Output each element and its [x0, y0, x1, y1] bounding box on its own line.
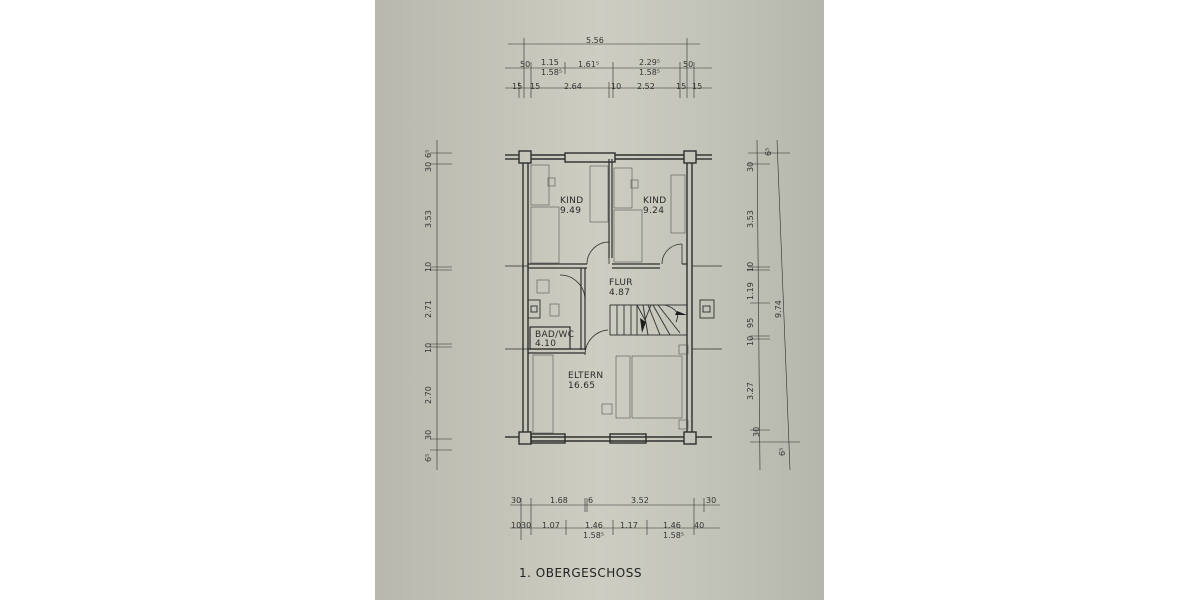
dim-right-1: 6⁵ [764, 147, 773, 156]
room-bad-name: BAD/WC [535, 330, 575, 340]
dim-bottom-row2-9: 40 [694, 521, 705, 530]
dim-top-7: 50 [683, 60, 694, 69]
dim-bottom-5: 30 [706, 496, 717, 505]
dim-top-4: 1.61⁵ [578, 60, 600, 69]
dim-right-8: 3.27 [746, 382, 755, 400]
dim-left-3: 3.53 [424, 210, 433, 228]
dim-bottom-row2-3: 1.07 [542, 521, 560, 530]
dim-bottom-row2-7: 1.46 [663, 521, 681, 530]
room-eltern-area: 16.65 [568, 381, 596, 391]
room-eltern-name: ELTERN [568, 371, 604, 381]
dim-left-9: 6⁵ [424, 453, 433, 462]
paper-sheet [375, 0, 824, 600]
room-kind-1-area: 9.49 [560, 206, 582, 216]
dim-right-2: 30 [746, 161, 755, 172]
dim-top-3: 1.58⁵ [541, 68, 563, 77]
dim-top-5: 2.29⁵ [639, 58, 661, 67]
dim-right-6: 95 [746, 317, 755, 328]
dim-bottom-3: 6 [588, 496, 594, 505]
dim-top-1: 50 [520, 60, 531, 69]
floor-title: 1. OBERGESCHOSS [519, 566, 642, 580]
dim-top-row2-7: 15 [692, 82, 703, 91]
dim-bottom-2: 1.68 [550, 496, 568, 505]
dim-top-6: 1.58⁵ [639, 68, 661, 77]
dim-right-10: 6⁵ [778, 447, 787, 456]
dim-left-6: 10 [424, 342, 433, 353]
dim-right-5: 1.19 [746, 282, 755, 300]
dim-left-1: 6⁵ [424, 149, 433, 158]
dim-top-2: 1.15 [541, 58, 559, 67]
dim-top-row2-5: 2.52 [637, 82, 655, 91]
dim-bottom-row2-2: 30 [521, 521, 532, 530]
dim-overall-width: 5.56 [586, 36, 604, 45]
dim-left-2: 30 [424, 161, 433, 172]
dim-left-8: 30 [424, 429, 433, 440]
dim-top-row2-1: 15 [512, 82, 523, 91]
room-kind-1-name: KIND [560, 196, 584, 206]
room-flur-name: FLUR [609, 278, 633, 288]
room-kind-2-name: KIND [643, 196, 667, 206]
dim-right-7: 10 [746, 335, 755, 346]
dim-right-9: 30 [752, 426, 761, 437]
dim-bottom-row2-5: 1.58⁵ [583, 531, 605, 540]
dim-left-4: 10 [424, 261, 433, 272]
dim-left-7: 2.70 [424, 386, 433, 404]
room-kind-2-area: 9.24 [643, 206, 665, 216]
dim-top-row2-4: 10 [611, 82, 622, 91]
dim-right-overall: 9.74 [774, 300, 783, 318]
dim-bottom-row2-4: 1.46 [585, 521, 603, 530]
room-flur-area: 4.87 [609, 288, 631, 298]
dim-bottom-row2-6: 1.17 [620, 521, 638, 530]
dim-top-row2-6: 15 [676, 82, 687, 91]
dim-bottom-4: 3.52 [631, 496, 649, 505]
dim-bottom-row2-8: 1.58⁵ [663, 531, 685, 540]
room-bad-area: 4.10 [535, 339, 557, 349]
dim-top-row2-2: 15 [530, 82, 541, 91]
dim-left-5: 2.71 [424, 300, 433, 318]
dim-bottom-1: 30 [511, 496, 522, 505]
dim-right-4: 10 [746, 261, 755, 272]
dim-top-row2-3: 2.64 [564, 82, 582, 91]
dim-bottom-row2-1: 10 [511, 521, 522, 530]
dim-right-3: 3.53 [746, 210, 755, 228]
